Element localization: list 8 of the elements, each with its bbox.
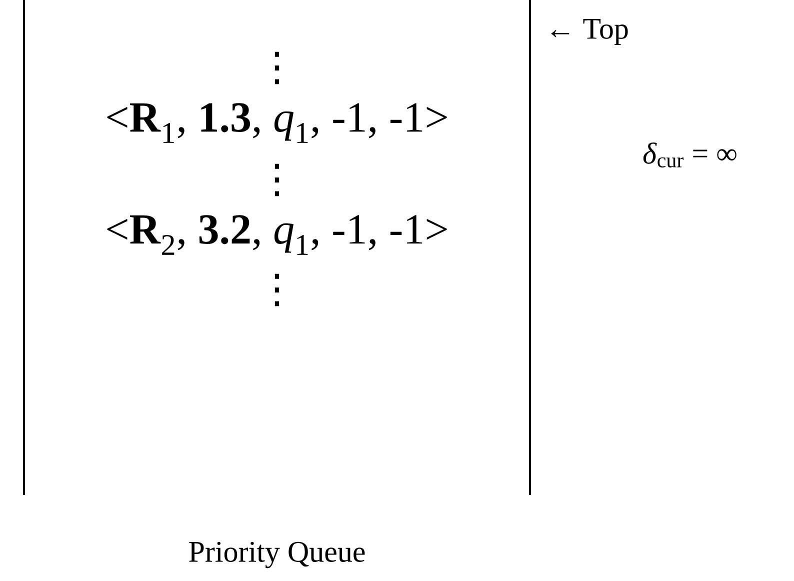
queue-entry: <R$_{1}$, 1.3, q$_{1}$, -1, -1> <box>107 103 447 143</box>
queue-entry: <R$_{2}$, 3.2, q$_{1}$, -1, -1> <box>107 215 447 255</box>
vertical-ellipsis: ⋮ <box>274 274 280 306</box>
vertical-ellipsis: ⋮ <box>274 52 280 84</box>
formula-label: δ$_{cur}$ = ∞ <box>643 142 736 168</box>
vertical-ellipsis: ⋮ <box>274 164 280 196</box>
queue-outline <box>23 0 531 495</box>
queue-label: Priority Queue <box>189 542 365 568</box>
